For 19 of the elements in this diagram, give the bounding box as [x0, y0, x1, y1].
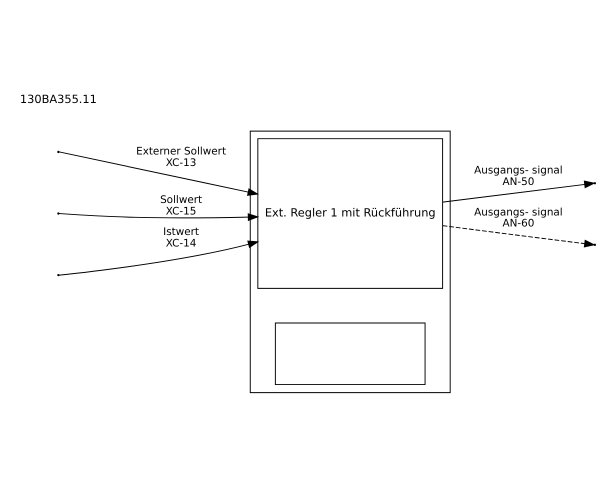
edge-label: Sollwert [160, 194, 202, 206]
arrow [58, 213, 260, 222]
edge-label: Istwert [163, 226, 200, 238]
arrow [58, 240, 260, 276]
edge-label: AN-60 [502, 218, 534, 230]
edge-label: XC-14 [166, 238, 196, 250]
arrow [58, 152, 259, 196]
node-box [274, 322, 426, 386]
node-box: Ext. Regler 1 mit Rückführung [257, 138, 444, 289]
cluster [250, 130, 451, 394]
edge-label: Ausgangs- signal [474, 164, 563, 177]
label: 130BA355.11 [20, 92, 97, 106]
edge-label: XC-15 [166, 205, 196, 218]
edge-label: Ausgangs- signal [474, 206, 563, 218]
edge-label: AN-50 [502, 176, 534, 188]
edge-label: Externer Sollwert [136, 146, 226, 158]
edge-label: XC-13 [166, 156, 196, 169]
arrow [442, 180, 596, 203]
arrow [442, 225, 596, 248]
